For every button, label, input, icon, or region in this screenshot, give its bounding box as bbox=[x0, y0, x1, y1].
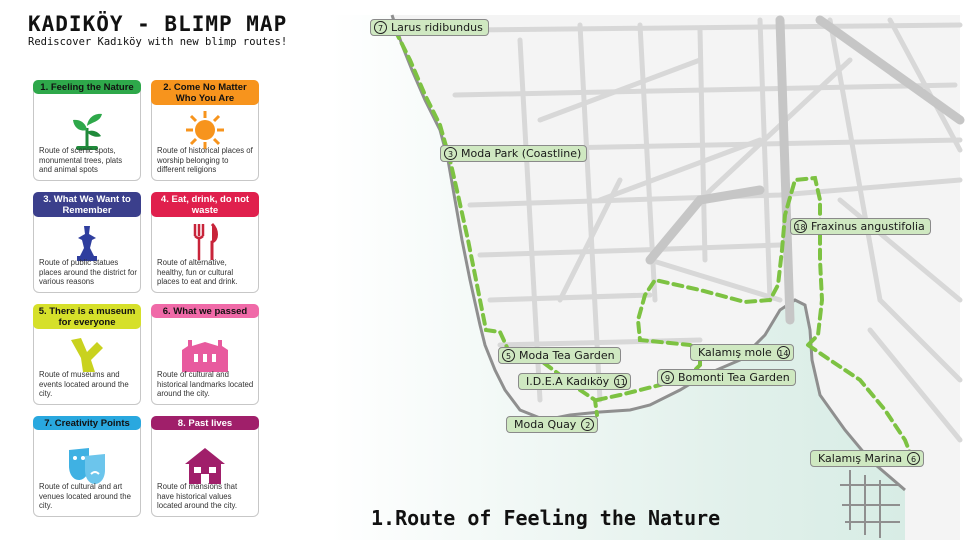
route-card-7[interactable]: 7. Creativity Points Route of cultural a… bbox=[33, 416, 141, 517]
place-number-badge: 9 bbox=[661, 371, 674, 384]
sprout-icon bbox=[34, 111, 140, 150]
place-name: Moda Tea Garden bbox=[519, 349, 615, 362]
place-number-badge: 18 bbox=[794, 220, 807, 233]
place-number-badge: 6 bbox=[907, 452, 921, 465]
statue-icon bbox=[34, 223, 140, 261]
road-network bbox=[452, 17, 963, 443]
place-label-larus-ridibundus[interactable]: 7 Larus ridibundus bbox=[370, 19, 489, 36]
sun-icon bbox=[152, 111, 258, 149]
route-card-title: 6. What we passed bbox=[151, 304, 259, 318]
route-card-title: 5. There is a museum for everyone bbox=[33, 304, 141, 329]
route-title: 1.Route of Feeling the Nature bbox=[371, 506, 721, 530]
place-name: Kalamış mole bbox=[698, 346, 772, 359]
place-number-badge: 14 bbox=[776, 346, 790, 359]
place-label-fraxinus-angustifolia[interactable]: 18 Fraxinus angustifolia bbox=[790, 218, 931, 235]
route-card-3[interactable]: 3. What We Want to Remember Route of pub… bbox=[33, 192, 141, 293]
mansion-house-icon bbox=[152, 447, 258, 485]
route-card-desc: Route of museums and events located arou… bbox=[39, 370, 129, 399]
route-card-title: 3. What We Want to Remember bbox=[33, 192, 141, 217]
marina-pier bbox=[840, 470, 900, 538]
route-card-6[interactable]: 6. What we passed Route of cultural and … bbox=[151, 304, 259, 405]
route-card-title: 4. Eat, drink, do not waste bbox=[151, 192, 259, 217]
place-name: Moda Quay bbox=[514, 418, 577, 431]
place-number-badge: 3 bbox=[444, 147, 457, 160]
page-subtitle: Rediscover Kadıköy with new blimp routes… bbox=[28, 36, 288, 48]
landmark-building-icon bbox=[152, 335, 258, 373]
route-card-desc: Route of alternative, healthy, fun or cu… bbox=[157, 258, 238, 287]
route-card-2[interactable]: 2. Come No Matter Who You Are Route of h… bbox=[151, 80, 259, 181]
page-title: KADIKÖY - BLIMP MAP bbox=[28, 12, 288, 36]
place-label-moda-tea-garden[interactable]: 5 Moda Tea Garden bbox=[498, 347, 621, 364]
place-label-idea-kadikoy[interactable]: I.D.E.A Kadıköy 11 bbox=[518, 373, 632, 390]
place-name: Kalamış Marina bbox=[818, 452, 903, 465]
route-card-title: 1. Feeling the Nature bbox=[33, 80, 141, 94]
fork-knife-icon bbox=[152, 222, 258, 261]
place-label-kalamis-marina[interactable]: Kalamış Marina 6 bbox=[810, 450, 925, 467]
place-number-badge: 2 bbox=[581, 418, 595, 431]
place-name: Moda Park (Coastline) bbox=[461, 147, 582, 160]
place-label-bomonti-tea-garden[interactable]: 9 Bomonti Tea Garden bbox=[657, 369, 796, 386]
place-label-moda-quay[interactable]: Moda Quay 2 bbox=[506, 416, 599, 433]
place-name: I.D.E.A Kadıköy bbox=[526, 375, 610, 388]
place-name: Fraxinus angustifolia bbox=[811, 220, 925, 233]
route-card-desc: Route of cultural and art venues located… bbox=[39, 482, 131, 511]
major-roads bbox=[645, 15, 965, 325]
museum-sculpture-icon bbox=[34, 335, 140, 373]
route-card-5[interactable]: 5. There is a museum for everyone Route … bbox=[33, 304, 141, 405]
place-number-badge: 7 bbox=[374, 21, 387, 34]
route-card-desc: Route of cultural and historical landmar… bbox=[157, 370, 254, 399]
theater-masks-icon bbox=[34, 447, 140, 485]
place-label-moda-park[interactable]: 3 Moda Park (Coastline) bbox=[440, 145, 588, 162]
route-card-title: 2. Come No Matter Who You Are bbox=[151, 80, 259, 105]
route-card-desc: Route of historical places of worship be… bbox=[157, 146, 253, 175]
route-card-title: 7. Creativity Points bbox=[33, 416, 141, 430]
place-name: Larus ridibundus bbox=[391, 21, 483, 34]
coastline bbox=[390, 14, 906, 492]
route-card-1[interactable]: 1. Feeling the Nature Route of scenic sp… bbox=[33, 80, 141, 181]
route-card-desc: Route of mansions that have historical v… bbox=[157, 482, 238, 511]
place-number-badge: 5 bbox=[502, 349, 515, 362]
route-card-desc: Route of public statues places around th… bbox=[39, 258, 137, 287]
place-label-kalamis-mole[interactable]: Kalamış mole 14 bbox=[690, 344, 794, 361]
route-card-8[interactable]: 8. Past lives Route of mansions that hav… bbox=[151, 416, 259, 517]
route-card-desc: Route of scenic spots, monumental trees,… bbox=[39, 146, 123, 175]
place-number-badge: 11 bbox=[614, 375, 628, 388]
route-card-title: 8. Past lives bbox=[151, 416, 259, 430]
place-name: Bomonti Tea Garden bbox=[678, 371, 790, 384]
route-card-4[interactable]: 4. Eat, drink, do not waste Route of alt… bbox=[151, 192, 259, 293]
